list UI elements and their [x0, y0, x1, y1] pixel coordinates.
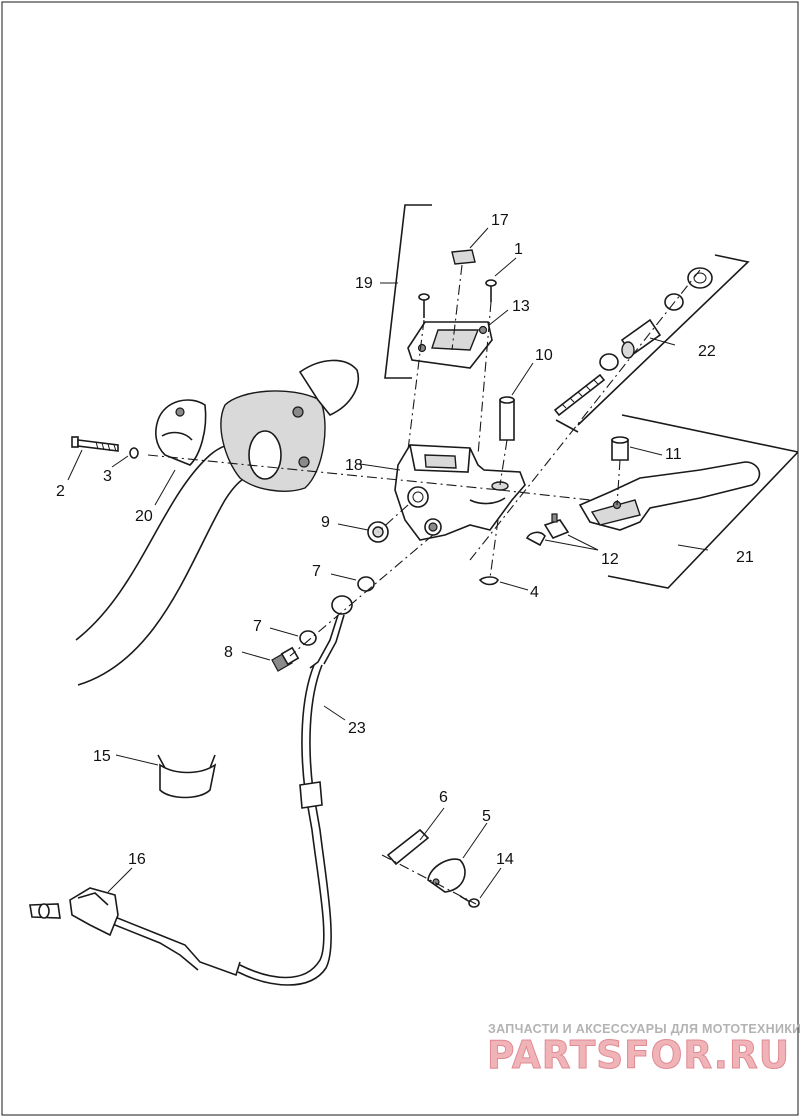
leader-lines — [67, 227, 709, 899]
callout-2: 2 — [56, 483, 65, 500]
callout-15: 15 — [93, 748, 111, 765]
bracket-22-side — [577, 254, 750, 426]
washer-part-7-lower — [299, 630, 317, 646]
reservoir-cover-part-13 — [407, 321, 493, 369]
brake-line-part-23 — [109, 595, 353, 986]
callout-3: 3 — [103, 468, 112, 485]
washer-part-3 — [129, 447, 139, 459]
bracket-22-end — [555, 419, 579, 433]
banjo-bolt-part-8 — [271, 646, 300, 672]
cover-screw-left — [418, 293, 430, 318]
callout-22: 22 — [698, 343, 716, 360]
switch-housing — [220, 359, 359, 492]
callout-16: 16 — [128, 851, 146, 868]
callout-4: 4 — [530, 584, 539, 601]
bracket-21-top — [621, 414, 799, 453]
callout-18: 18 — [345, 457, 363, 474]
callout-17: 17 — [491, 212, 509, 229]
callout-6: 6 — [439, 789, 448, 806]
bracket-21-side — [607, 451, 799, 589]
retaining-clip-part-4 — [478, 576, 499, 586]
callout-10: 10 — [535, 347, 553, 364]
line-clamp-part-5 — [427, 858, 466, 893]
callout-9: 9 — [321, 514, 330, 531]
sight-glass-part-17 — [451, 249, 476, 265]
callout-12: 12 — [601, 551, 619, 568]
callout-11: 11 — [665, 446, 682, 463]
clamp-part-20 — [155, 399, 207, 466]
callout-20: 20 — [135, 508, 153, 525]
callout-13: 13 — [512, 298, 530, 315]
callout-23: 23 — [348, 720, 366, 737]
callout-14: 14 — [496, 851, 514, 868]
watermark-logo: PARTSFOR.RU — [487, 1033, 790, 1077]
alignment-lines — [147, 264, 701, 905]
bushing-part-11 — [611, 436, 629, 461]
callout-19: 19 — [355, 275, 373, 292]
retainer-plate-part-6 — [386, 828, 430, 866]
brake-switch-part-12 — [525, 513, 570, 547]
brake-lever-part-21 — [578, 461, 761, 531]
callout-1: 1 — [514, 241, 523, 258]
callout-7-lower: 7 — [253, 618, 262, 635]
line-clip-part-15 — [157, 754, 217, 799]
watermark-tagline: ЗАПЧАСТИ И АКСЕССУАРЫ ДЛЯ МОТОТЕХНИКИ — [488, 1022, 800, 1036]
watermark: ЗАПЧАСТИ И АКСЕССУАРЫ ДЛЯ МОТОТЕХНИКИ PA… — [487, 1022, 800, 1078]
pivot-pin-part-10 — [499, 396, 515, 441]
cover-screw-part-1 — [485, 279, 497, 302]
callout-7-upper: 7 — [312, 563, 321, 580]
bracket-19 — [384, 204, 432, 379]
callout-8: 8 — [224, 644, 233, 661]
callout-numbers: 17 1 19 13 10 22 11 18 2 3 20 9 12 21 7 … — [56, 212, 754, 868]
piston-kit-part-22 — [553, 267, 713, 417]
callout-5: 5 — [482, 808, 491, 825]
washer-part-7-upper — [357, 576, 375, 592]
brake-junction-part-16 — [29, 887, 119, 937]
master-cylinder-part-18 — [394, 444, 526, 541]
callout-21: 21 — [736, 549, 754, 566]
bolt-part-2 — [71, 436, 119, 452]
screw-part-14 — [459, 895, 480, 908]
